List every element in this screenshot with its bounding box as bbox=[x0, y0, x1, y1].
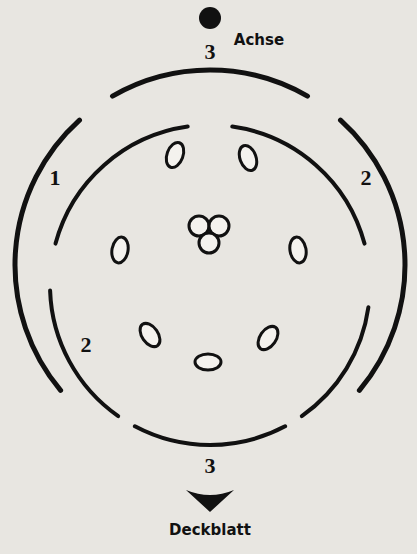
petal-arc bbox=[56, 127, 188, 244]
pistil bbox=[189, 216, 229, 253]
stamen bbox=[236, 143, 260, 173]
stamens bbox=[110, 140, 308, 370]
petal-arc bbox=[50, 291, 118, 417]
sepal-arc bbox=[113, 70, 308, 96]
stamen bbox=[136, 320, 164, 350]
stamen bbox=[254, 323, 282, 353]
carpel bbox=[199, 233, 219, 253]
whorl-number: 3 bbox=[205, 41, 216, 63]
stamen bbox=[163, 140, 187, 170]
sepal-arc bbox=[15, 120, 79, 390]
bract-symbol bbox=[186, 490, 234, 512]
stamen bbox=[110, 236, 130, 264]
petal-arc bbox=[302, 307, 369, 416]
axis-label: Achse bbox=[234, 33, 284, 48]
petal-arc bbox=[135, 426, 285, 445]
stamen bbox=[195, 354, 221, 370]
whorl-number: 1 bbox=[50, 167, 61, 189]
sepal-whorl bbox=[15, 70, 405, 390]
sepal-arc bbox=[341, 120, 405, 390]
whorl-number: 2 bbox=[81, 334, 92, 356]
axis-dot bbox=[199, 7, 221, 29]
whorl-number: 2 bbox=[361, 167, 372, 189]
bract-label: Deckblatt bbox=[169, 523, 251, 538]
stamen bbox=[288, 236, 308, 264]
whorl-number: 3 bbox=[205, 455, 216, 477]
petal-arc bbox=[232, 127, 364, 244]
petal-whorl bbox=[50, 127, 368, 445]
